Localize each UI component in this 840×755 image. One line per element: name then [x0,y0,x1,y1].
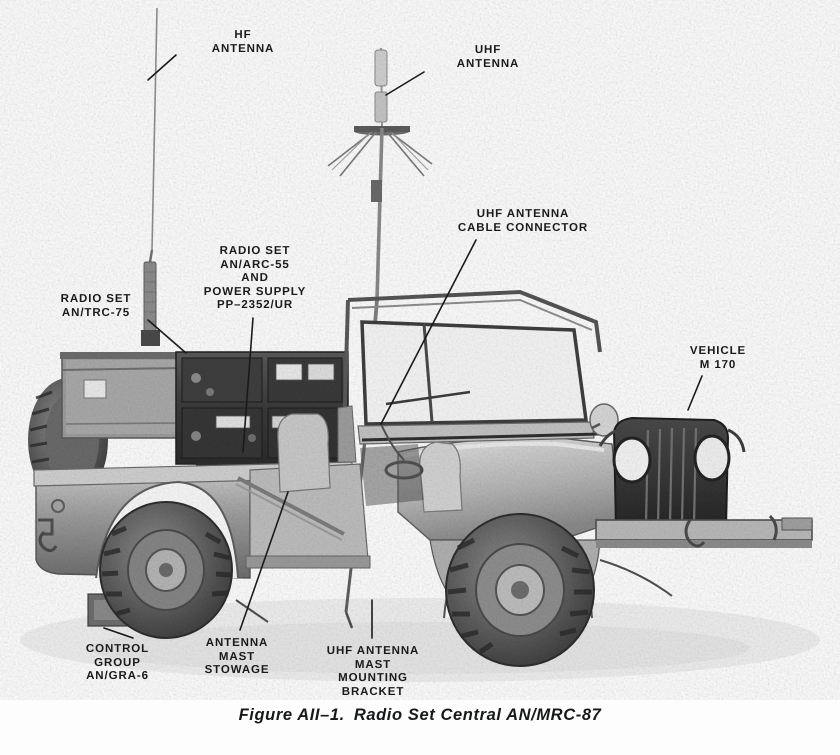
callout-label-antenna-mast-stowage: ANTENNA MAST STOWAGE [204,637,270,676]
callout-label-control-group-gra-6: CONTROL GROUP AN/GRA-6 [85,643,150,682]
figure-photograph: HF ANTENNA UHF ANTENNA UHF ANTENNA CABLE C… [20,7,820,698]
callout-label-uhf-antenna-mast-mounting-bracket: UHF ANTENNA MAST MOUNTING BRACKET [326,645,420,698]
front-wheel-graphic [445,513,595,667]
callout-label-vehicle-m170: VEHICLE M 170 [689,345,747,371]
callout-label-radio-set-trc-75: RADIO SET AN/TRC-75 [60,293,132,319]
caption-number: Figure AII–1. [238,706,345,724]
callout-label-radio-set-arc-55: RADIO SET AN/ARC-55 AND POWER SUPPLY PP–… [203,245,307,311]
an-trc-75-graphic [60,352,186,439]
figure-caption: Figure AII–1. Radio Set Central AN/MRC-87 [0,706,840,725]
callout-label-uhf-antenna-cable-connector: UHF ANTENNA CABLE CONNECTOR [457,208,589,234]
callout-label-hf-antenna: HF ANTENNA [211,29,275,55]
rear-wheel-graphic [99,501,233,639]
caption-title: Radio Set Central AN/MRC-87 [353,706,602,724]
callout-label-uhf-antenna: UHF ANTENNA [456,44,520,70]
